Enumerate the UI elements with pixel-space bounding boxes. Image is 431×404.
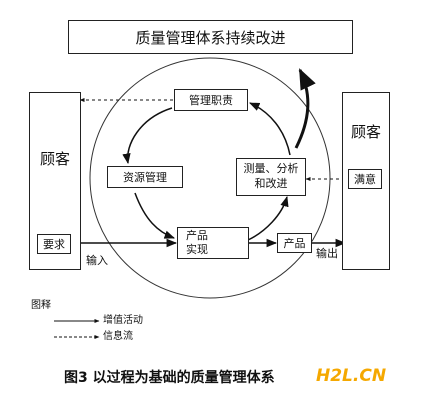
- requirements-box: 要求: [37, 234, 71, 254]
- title-box: 质量管理体系持续改进: [68, 20, 353, 54]
- legend-title: 图释: [31, 300, 51, 311]
- title-text: 质量管理体系持续改进: [135, 28, 286, 47]
- management-responsibility-label: 管理职责: [189, 94, 233, 107]
- arc-mgmt-to-resource: [122, 107, 173, 165]
- management-responsibility-box: 管理职责: [174, 89, 248, 111]
- product-realization-label: 产品 实现: [186, 228, 208, 256]
- arc-realization-to-measure: [247, 195, 289, 241]
- product-realization-box: 产品 实现: [177, 227, 249, 259]
- legend-information-flow-label: 信息流: [103, 331, 133, 342]
- resource-management-box: 资源管理: [107, 166, 183, 188]
- measurement-analysis-label: 测量、分析 和改进: [243, 162, 299, 190]
- customer-right-label: 顾客: [350, 123, 381, 141]
- legend-value-added-label: 增值活动: [103, 315, 143, 326]
- satisfaction-box: 满意: [348, 169, 382, 189]
- arc-improvement-to-title: [294, 68, 316, 149]
- requirements-label: 要求: [43, 238, 65, 251]
- input-label: 输入: [86, 254, 108, 267]
- resource-management-label: 资源管理: [123, 171, 167, 184]
- figure-caption: 图3 以过程为基础的质量管理体系: [64, 370, 275, 386]
- satisfaction-label: 满意: [354, 173, 376, 186]
- product-box: 产品: [277, 233, 312, 253]
- arc-measure-to-mgmt: [249, 102, 291, 156]
- product-label: 产品: [283, 237, 306, 250]
- arc-resource-to-realization: [134, 192, 175, 239]
- measurement-analysis-box: 测量、分析 和改进: [236, 158, 306, 196]
- output-label: 输出: [316, 247, 338, 260]
- customer-left-label: 顾客: [39, 150, 70, 168]
- watermark-logo: H2L.CN: [316, 366, 387, 386]
